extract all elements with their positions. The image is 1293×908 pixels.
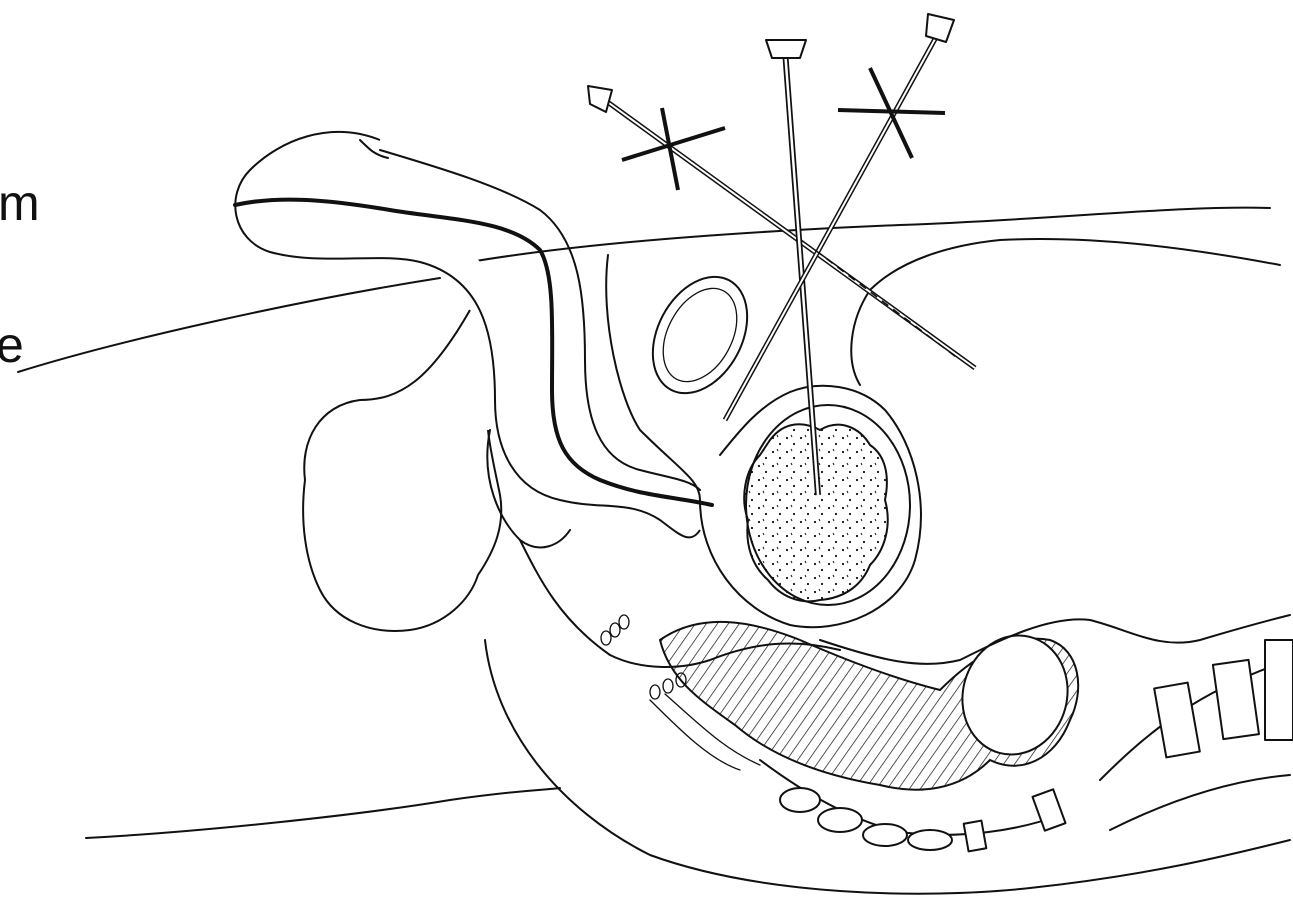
body-outline bbox=[18, 208, 1290, 894]
bladder-region bbox=[606, 255, 921, 627]
cross-mark-icon bbox=[622, 68, 945, 190]
